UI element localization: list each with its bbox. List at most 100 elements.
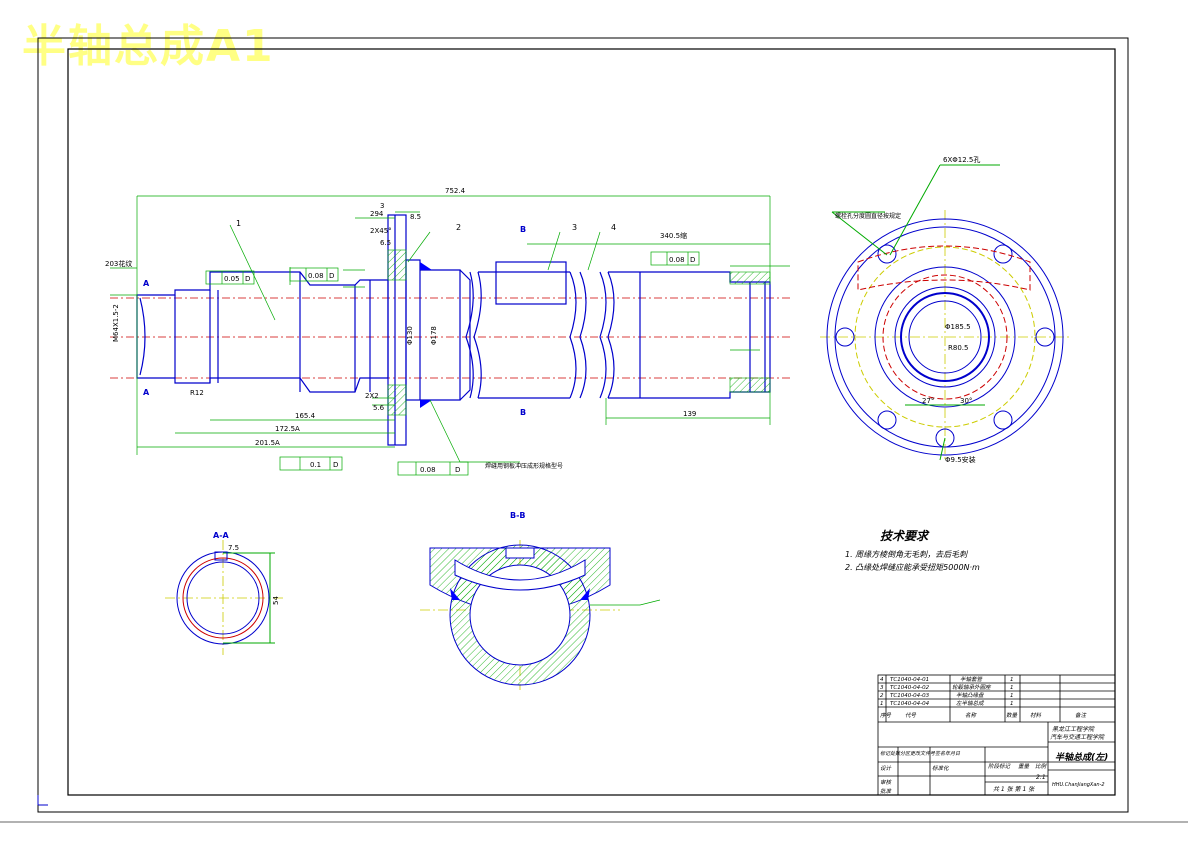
checker-label: 审核 [880,779,893,786]
dim-a27: 27° [922,397,934,405]
dim-r12: R12 [190,389,204,397]
scale-value: 2:1 [1036,774,1046,781]
watermark: 半轴总成A1 [22,21,275,72]
bom-head-name: 名称 [965,712,978,719]
dept-name: 汽车与交通工程学院 [1050,733,1105,741]
tol-datum-3: D [690,256,695,264]
title-block [877,674,1116,796]
bom-row-2-qty: 1 [1010,693,1014,699]
center-lines [110,297,790,379]
tol-008c: 0.08 [420,466,436,474]
part-4: 4 [611,223,616,232]
dim-r80: R80.5 [948,344,968,352]
dim-6x12: 6XΦ12.5孔 [943,156,980,164]
tol-datum-2: D [329,272,334,280]
dim-185: Φ185.5 [945,323,971,331]
dim-130: Φ130 [406,326,414,345]
hatch-areas [387,249,771,416]
tech-requirements: 技术要求 1. 周缘方棱倒角无毛刺，去后毛刺 2. 凸缘处焊缝应能承受扭矩500… [845,529,980,572]
bom-row-4-no: 4 [880,677,884,683]
tolerance-frames [205,251,700,476]
school-name: 黑龙江工程学院 [1052,725,1095,733]
axis-lines [165,210,1070,690]
dim-6-5: 6.5 [380,239,391,247]
tol-005: 0.05 [224,275,240,283]
dim-178: Φ178 [430,326,438,345]
bom-row-2-name: 半轴凸缘盘 [956,692,985,699]
dim-overall: 752.4 [445,187,466,195]
section-bb [429,544,661,686]
bom-row-2-code: TC1040-04-03 [890,693,930,699]
section-a-top: A [143,279,150,288]
bom-head-no: 序号 [880,712,892,719]
bom-row-1-name: 左半轴总成 [956,700,985,707]
section-b-bottom: B [520,408,526,417]
section-aa-title: A-A [213,531,230,540]
dim-3: 3 [380,202,384,210]
std-label: 标准化 [932,765,950,772]
tol-008b: 0.08 [669,256,685,264]
dim-172: 172.5A [275,425,300,433]
dim-5-6: 5.6 [373,404,385,412]
stage-label: 阶段标记 [988,763,1011,770]
drawing-code: HHU.ChanJiangXan-2 [1052,782,1105,788]
tol-datum-4: D [333,461,338,469]
title-texts: 黑龙江工程学院 汽车与交通工程学院 半轴总成(左) HHU.ChanJiangX… [880,725,1108,795]
dim-340: 340.5缩 [660,231,687,240]
bom-row-2-no: 2 [880,693,884,699]
tol-datum-1: D [245,275,250,283]
bom-row-3-no: 3 [880,685,884,691]
part-3: 3 [572,223,577,232]
flange-view [826,164,1064,461]
tech-item-1: 1. 周缘方棱倒角无毛刺，去后毛刺 [845,550,968,559]
bom-head-note: 备注 [1075,712,1088,719]
dim-m64: M64X1.5-2 [112,304,120,342]
bom-row-4-name: 半轴套管 [960,676,984,683]
dim-7-5: 7.5 [228,544,239,552]
bom-head-qty: 数量 [1006,712,1018,719]
bom-row-1-no: 1 [880,701,884,707]
tech-item-2: 2. 凸缘处焊缝应能承受扭矩5000N·m [845,563,980,572]
part-2: 2 [456,223,461,232]
tol-datum-5: D [455,466,460,474]
bom-row-3-name: 轮毂轴承外圈座 [952,684,992,691]
bom-row-4-qty: 1 [1010,677,1014,683]
tol-01: 0.1 [310,461,321,469]
dim-201: 201.5A [255,439,280,447]
section-aa [176,551,275,645]
dim-hole9: Φ9.5安装 [945,455,976,464]
section-a-bottom: A [143,388,150,397]
bom-row-4-code: TC1040-04-01 [890,677,929,683]
dim-a30: 30° [960,397,972,405]
bom-head-mat: 材料 [1030,712,1042,719]
weight-label: 重量 [1018,763,1030,770]
dim-165: 165.4 [295,412,316,420]
tol-008: 0.08 [308,272,324,280]
dim-8-5: 8.5 [410,213,421,221]
shaft-outline [136,214,771,446]
ratio-label: 比例 [1035,763,1048,770]
part-labels: 1 2 3 4 A A B B A-A B-B 焊缝用钢板冲压成形规格型号 螺栓… [143,212,901,540]
flange-note: 螺栓孔分度圆直径按规定 [835,212,901,220]
dim-54: 54 [272,596,280,605]
approver-label: 批准 [880,788,893,795]
dimension-texts: 752.4 294 8.5 3 2X45° 6.5 340.5缩 203花纹 M… [105,156,980,605]
dim-2x45: 2X45° [370,227,392,235]
bom-row-3-code: TC1040-04-02 [890,685,930,691]
tech-title: 技术要求 [880,529,930,543]
section-bb-title: B-B [510,511,526,520]
dim-203: 203花纹 [105,259,132,268]
bom-row-1-code: TC1040-04-04 [890,701,930,707]
mark-row: 标记处数分区更改文件号签名年月日 [880,750,961,757]
dimension-lines [110,195,790,463]
designer-label: 设计 [880,765,892,772]
bom-table: 4 TC1040-04-01 半轴套管 1 3 TC1040-04-02 轮毂轴… [880,676,1088,719]
drawing-name: 半轴总成(左) [1055,752,1108,763]
dim-139: 139 [683,410,696,418]
sheet-info: 共 1 张 第 1 张 [993,785,1035,793]
dim-2x2: 2X2 [365,392,379,400]
border-frame [0,37,1188,823]
bom-head-code: 代号 [905,712,917,719]
part-1: 1 [236,219,241,228]
